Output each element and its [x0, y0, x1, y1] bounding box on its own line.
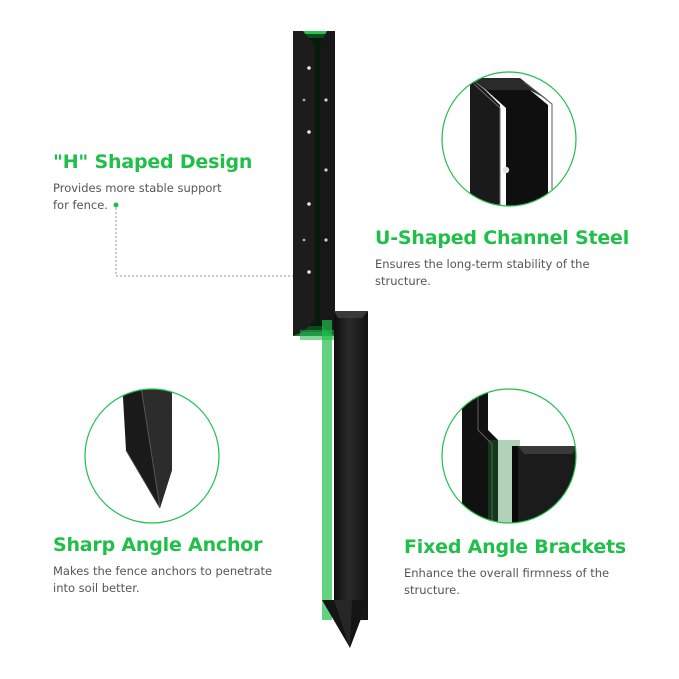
detail-circle-fixed-brackets [441, 388, 577, 524]
feature-description-line: Enhance the overall firmness of the [404, 566, 610, 580]
square-post-section [322, 311, 368, 648]
feature-sharp-angle-anchor: Sharp Angle Anchor Makes the fence ancho… [53, 533, 293, 597]
rivet-holes [302, 66, 328, 274]
feature-fixed-angle-brackets: Fixed Angle Brackets Enhance the overall… [404, 535, 664, 599]
feature-title: Sharp Angle Anchor [53, 534, 263, 556]
detail-circle-sharp-anchor [84, 388, 220, 524]
feature-description: Provides more stable support for fence. [53, 180, 253, 214]
feature-description-line: Provides more stable support [53, 181, 222, 195]
feature-description-line: structure. [375, 274, 431, 288]
u-channel-section [293, 31, 335, 336]
feature-title: "H" Shaped Design [53, 151, 253, 173]
feature-description-line: into soil better. [53, 581, 140, 595]
feature-title: U-Shaped Channel Steel [375, 227, 630, 249]
feature-h-shaped-design: "H" Shaped Design Provides more stable s… [53, 150, 253, 214]
leader-line [113, 202, 300, 277]
feature-description: Enhance the overall firmness of the stru… [404, 565, 664, 599]
feature-u-shaped-channel-steel: U-Shaped Channel Steel Ensures the long-… [375, 226, 655, 290]
feature-description-line: Ensures the long-term stability of the [375, 257, 590, 271]
feature-description-line: structure. [404, 583, 460, 597]
fence-stake [293, 31, 368, 648]
feature-title: Fixed Angle Brackets [404, 536, 627, 558]
feature-description-line: for fence. [53, 198, 108, 212]
detail-circle-u-channel [441, 71, 577, 207]
feature-description: Ensures the long-term stability of the s… [375, 256, 655, 290]
feature-description-line: Makes the fence anchors to penetrate [53, 564, 273, 578]
feature-description: Makes the fence anchors to penetrate int… [53, 563, 293, 597]
